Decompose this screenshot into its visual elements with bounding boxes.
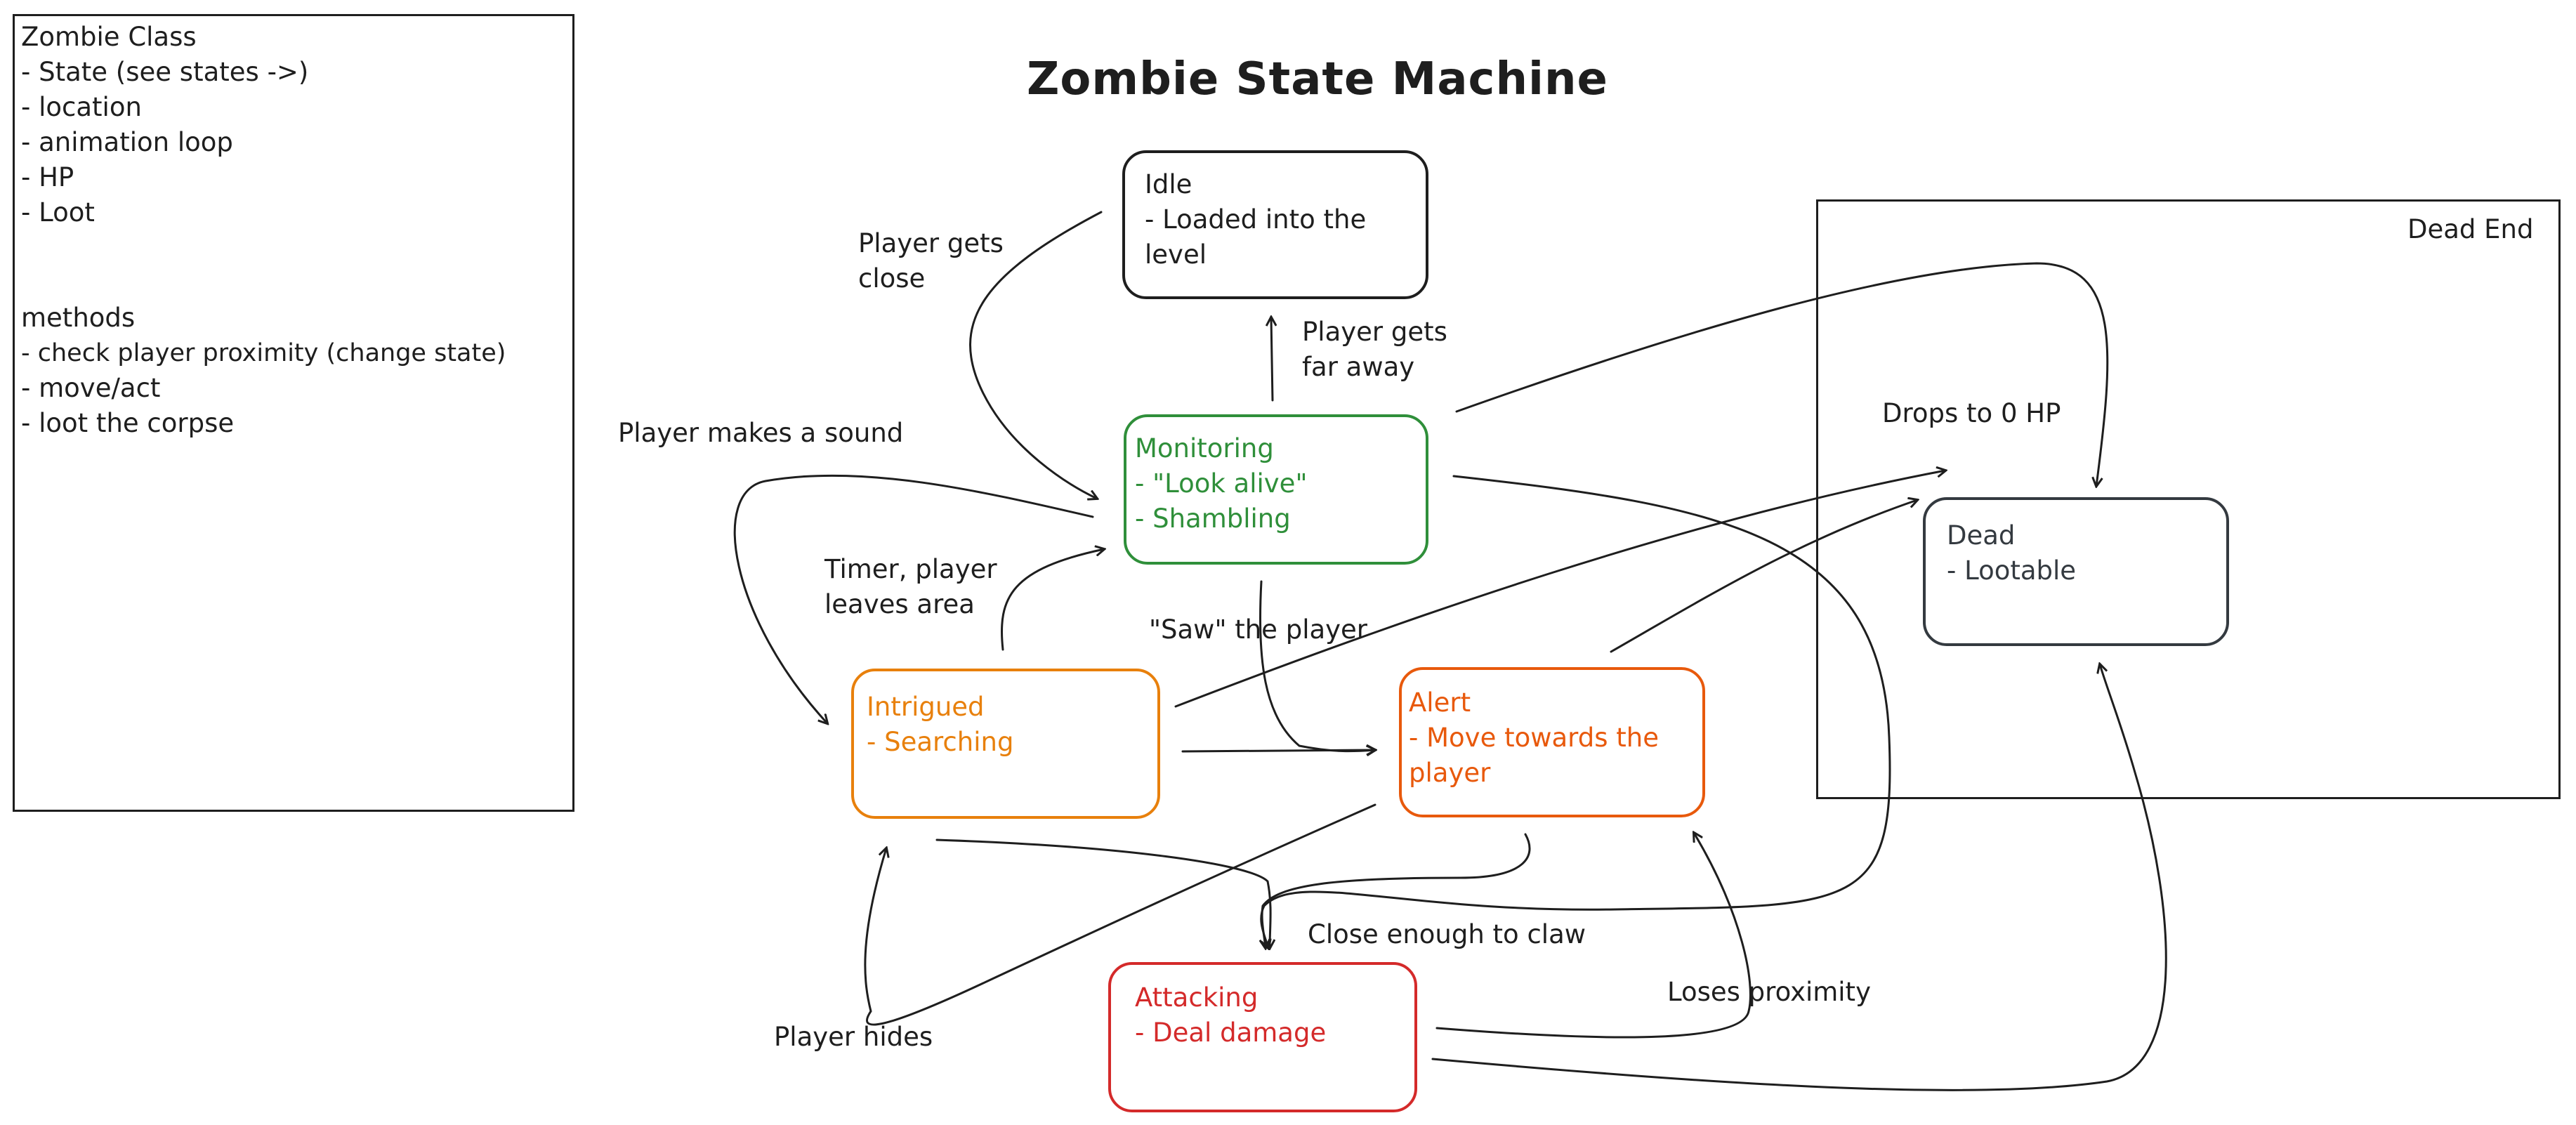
label-close-enough-to-claw: Close enough to claw bbox=[1308, 919, 1586, 949]
arrow-monitoring-to-alert bbox=[1259, 580, 1375, 751]
arrow-alert-to-attacking bbox=[1262, 833, 1531, 948]
state-dead[interactable]: Dead - Lootable bbox=[1923, 497, 2229, 646]
class-field: - Loot bbox=[21, 197, 95, 228]
class-method: - loot the corpse bbox=[21, 408, 235, 438]
state-detail: - Searching bbox=[867, 727, 1014, 757]
label-player-gets-far-away: Player gets far away bbox=[1302, 317, 1447, 382]
label-saw-the-player: "Saw" the player bbox=[1149, 614, 1368, 645]
arrow-monitoring-to-idle bbox=[1271, 317, 1273, 402]
class-field: - location bbox=[21, 92, 142, 122]
label-drops-to-0-hp: Drops to 0 HP bbox=[1882, 398, 2061, 428]
arrow-alert-to-intrigued bbox=[864, 803, 1376, 1026]
state-title: Intrigued bbox=[867, 692, 985, 722]
state-detail: - Lootable bbox=[1947, 555, 2077, 586]
state-title: Alert bbox=[1409, 688, 1471, 718]
label-player-makes-sound: Player makes a sound bbox=[618, 418, 904, 448]
arrow-monitoring-to-intrigued bbox=[733, 474, 1094, 723]
arrow-idle-to-monitoring bbox=[969, 211, 1103, 499]
class-method: - check player proximity (change state) bbox=[21, 339, 506, 367]
arrow-attacking-to-dead bbox=[1431, 664, 2167, 1091]
state-intrigued[interactable]: Intrigued - Searching bbox=[851, 669, 1160, 819]
label-timer-player-leaves: Timer, player leaves area bbox=[824, 554, 997, 619]
class-note-heading: Zombie Class bbox=[21, 22, 197, 52]
diagram-title: Zombie State Machine bbox=[1027, 53, 1608, 105]
dead-end-label: Dead End bbox=[2407, 214, 2534, 244]
state-detail: player bbox=[1409, 758, 1491, 788]
class-field: - State (see states ->) bbox=[21, 57, 309, 87]
dead-end-frame bbox=[1816, 199, 2561, 799]
state-detail: - Deal damage bbox=[1135, 1018, 1327, 1048]
state-detail: - Move towards the bbox=[1409, 723, 1659, 753]
arrow-attacking-to-alert bbox=[1435, 833, 1752, 1039]
class-method: - move/act bbox=[21, 373, 161, 403]
label-loses-proximity: Loses proximity bbox=[1667, 977, 1871, 1007]
state-detail: level bbox=[1145, 239, 1207, 270]
label-player-hides: Player hides bbox=[774, 1022, 933, 1052]
state-title: Attacking bbox=[1135, 982, 1259, 1013]
class-methods-heading: methods bbox=[21, 303, 136, 333]
arrow-intrigued-to-monitoring bbox=[1000, 549, 1104, 651]
class-field: - animation loop bbox=[21, 127, 233, 157]
state-detail: - Shambling bbox=[1135, 504, 1291, 534]
class-field: - HP bbox=[21, 162, 74, 192]
state-title: Idle bbox=[1145, 169, 1192, 199]
label-player-gets-close: Player gets close bbox=[858, 228, 1004, 294]
arrow-monitoring-to-dead bbox=[1455, 262, 2109, 486]
arrow-intrigued-to-attacking bbox=[935, 838, 1270, 948]
arrow-alert-to-dead bbox=[1610, 500, 1917, 653]
class-note-box bbox=[13, 14, 574, 812]
state-detail: - "Look alive" bbox=[1135, 468, 1308, 499]
state-alert[interactable]: Alert - Move towards the player bbox=[1399, 667, 1705, 817]
state-idle[interactable]: Idle - Loaded into the level bbox=[1122, 150, 1428, 299]
arrow-intrigued-to-alert bbox=[1181, 750, 1375, 751]
state-attacking[interactable]: Attacking - Deal damage bbox=[1108, 962, 1417, 1112]
state-detail: - Loaded into the bbox=[1145, 204, 1367, 235]
state-title: Dead bbox=[1947, 520, 2016, 551]
arrow-monitoring-to-attacking bbox=[1260, 475, 1891, 948]
state-monitoring[interactable]: Monitoring - "Look alive" - Shambling bbox=[1124, 414, 1428, 565]
state-title: Monitoring bbox=[1135, 433, 1274, 463]
arrow-intrigued-to-dead bbox=[1174, 471, 1945, 708]
